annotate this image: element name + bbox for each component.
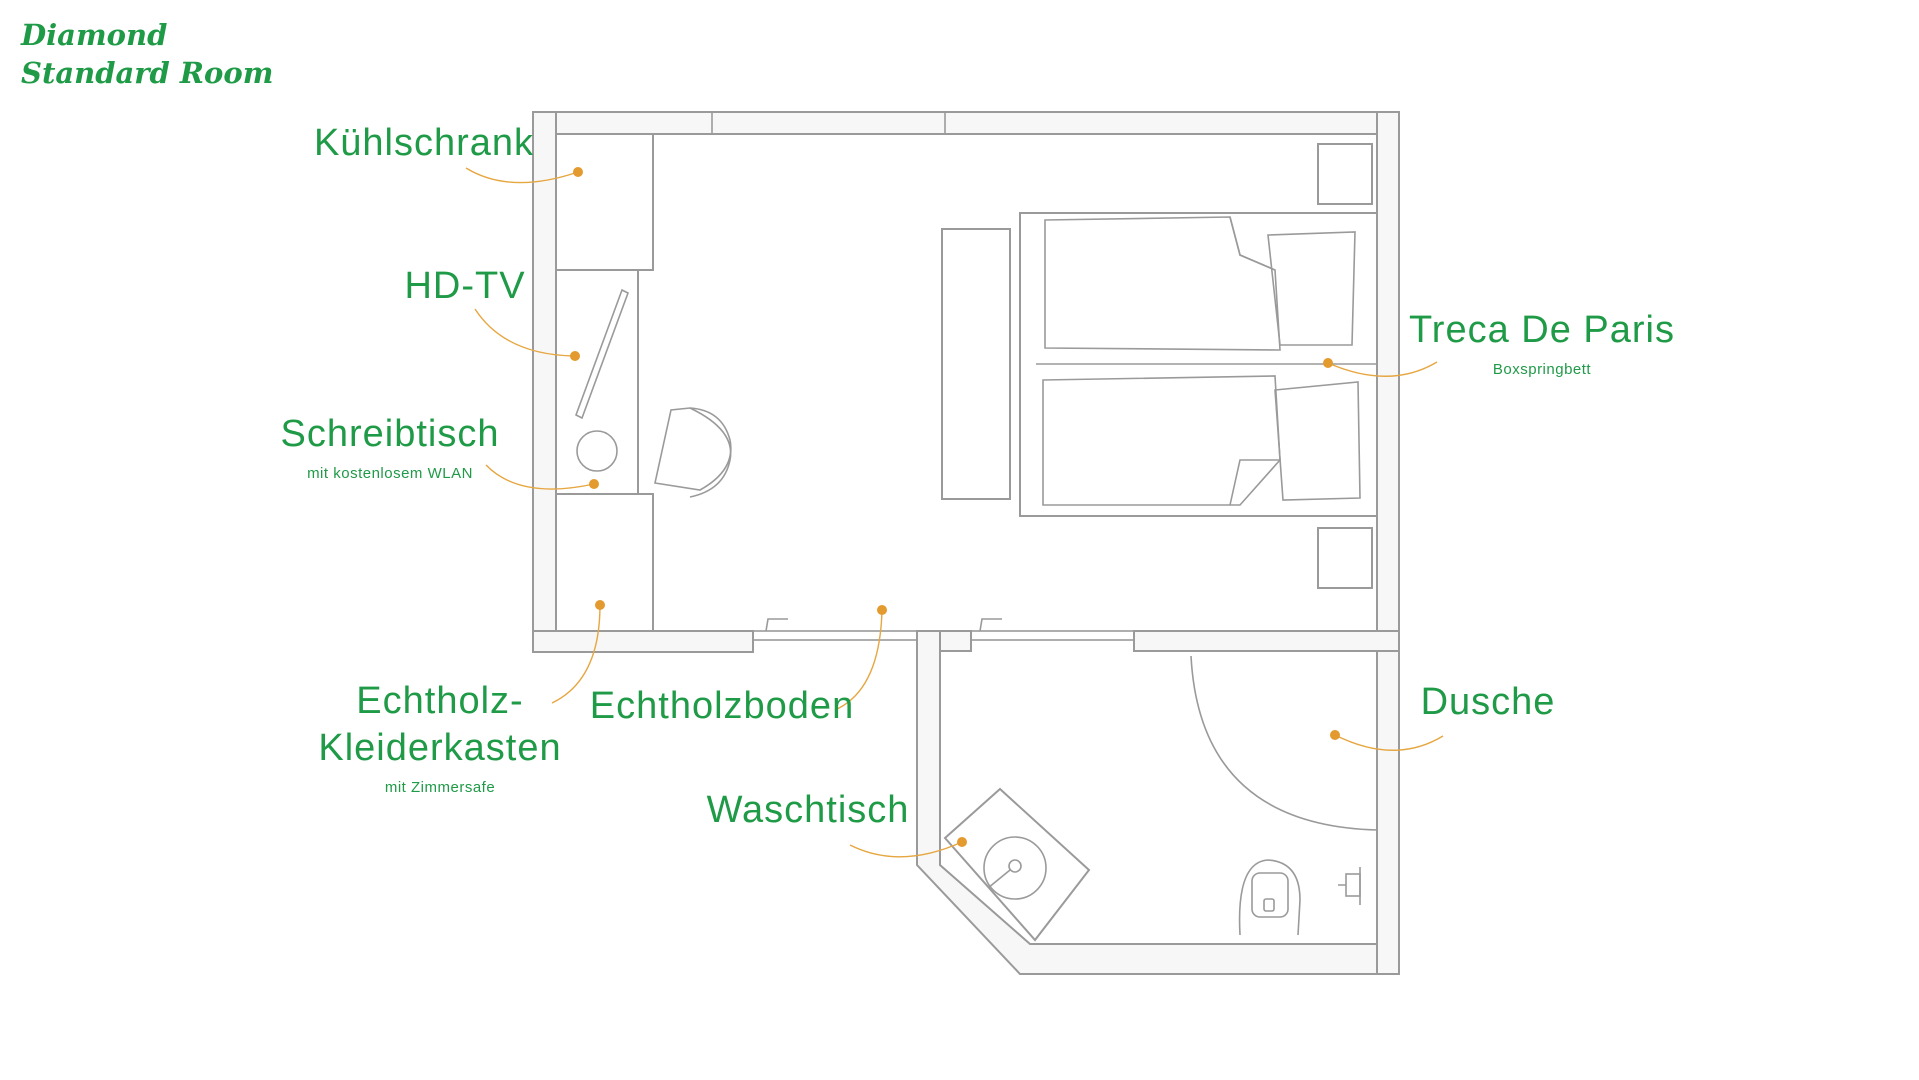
washbasin <box>983 836 1047 900</box>
title-line-2: Standard Room <box>21 56 274 90</box>
label-treca-sub: Boxspringbett <box>1493 361 1592 378</box>
label-hdtv: HD-TV <box>404 265 525 307</box>
toilet <box>1238 859 1301 936</box>
labels: Kühlschrank HD-TV Schreibtisch mit koste… <box>281 122 1675 831</box>
label-kleiderkasten-2: Kleiderkasten <box>318 727 561 769</box>
toilet-flush <box>1345 873 1361 897</box>
wall-left <box>532 111 557 653</box>
marker-schreibtisch <box>589 479 599 489</box>
pillow-top <box>1267 231 1356 346</box>
shower-arc <box>1190 655 1378 831</box>
wall-bottom-left <box>532 630 754 653</box>
label-dusche: Dusche <box>1421 681 1556 723</box>
marker-kleiderkasten <box>595 600 605 610</box>
pillow-bottom <box>1274 381 1361 501</box>
marker-waschtisch <box>957 837 967 847</box>
plan-title: Diamond Standard Room <box>21 16 273 92</box>
marker-hdtv <box>570 351 580 361</box>
label-schreibtisch: Schreibtisch <box>281 413 500 455</box>
marker-echtholzboden <box>877 605 887 615</box>
bed-duvet-bottom <box>1042 375 1281 506</box>
wall-right <box>1376 111 1400 975</box>
bed-area <box>941 143 1378 589</box>
wall-bathroom <box>916 630 1378 975</box>
label-waschtisch: Waschtisch <box>707 789 910 831</box>
annotations <box>465 167 1444 858</box>
bench <box>941 228 1011 500</box>
desk-chair <box>654 407 732 491</box>
fridge-cabinet <box>555 133 654 271</box>
label-schreibtisch-sub: mit kostenlosem WLAN <box>307 465 473 482</box>
desk-stool <box>576 430 618 472</box>
walls <box>532 111 1400 975</box>
sliding-door-right <box>970 630 1135 641</box>
wall-bottom-right <box>1133 630 1400 652</box>
marker-treca <box>1323 358 1333 368</box>
tv-screen <box>575 288 629 420</box>
label-kleiderkasten-sub: mit Zimmersafe <box>385 779 495 796</box>
title-line-1: Diamond <box>21 18 168 52</box>
marker-kuehlschrank <box>573 167 583 177</box>
label-kleiderkasten-1: Echtholz- <box>356 680 523 722</box>
washbasin-cabinet <box>943 787 1091 942</box>
marker-dusche <box>1330 730 1340 740</box>
sliding-door-left <box>752 630 918 641</box>
label-echtholzboden: Echtholzboden <box>590 685 854 727</box>
wall-top <box>532 111 1400 135</box>
wardrobe <box>555 493 654 632</box>
furniture-left <box>555 133 732 632</box>
nightstand-top <box>1317 143 1373 205</box>
nightstand-bottom <box>1317 527 1373 589</box>
label-treca: Treca De Paris <box>1409 309 1675 351</box>
bathroom <box>943 655 1378 942</box>
desk <box>555 269 639 495</box>
label-kuehlschrank: Kühlschrank <box>314 122 534 164</box>
